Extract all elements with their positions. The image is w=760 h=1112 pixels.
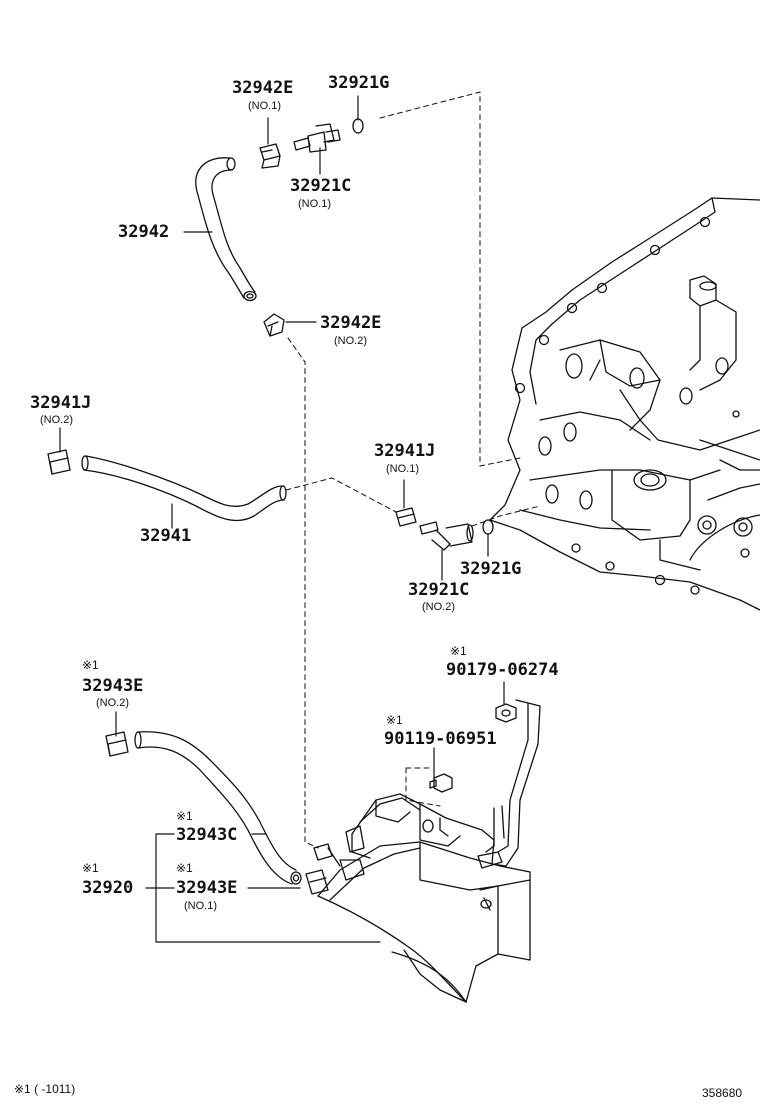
label-32920: 32920	[82, 878, 134, 898]
clamp-32942E-top	[259, 143, 281, 169]
sub-32943E-left: (NO.2)	[96, 697, 129, 709]
solid-leaders	[59, 95, 505, 943]
mark-32920: ※1	[82, 861, 99, 875]
sub-32941J-right: (NO.1)	[386, 463, 419, 475]
engine-block-drawing	[489, 197, 760, 611]
mark-32943E-bottom: ※1	[176, 861, 193, 875]
mark-90119: ※1	[386, 713, 403, 727]
separator-fitting	[313, 843, 341, 867]
diagram-id: 358680	[702, 1086, 743, 1100]
oring-32921G-top	[352, 118, 364, 134]
sub-32942E-mid: (NO.2)	[334, 335, 367, 347]
mark-32943C: ※1	[176, 809, 193, 823]
label-32943E-left: 32943E	[82, 676, 144, 696]
label-32941: 32941	[140, 526, 192, 546]
clamp-32943E-left	[105, 731, 129, 757]
oil-separator-32920	[317, 793, 531, 1003]
label-90179-06274: 90179-06274	[446, 660, 559, 680]
label-32941J-right: 32941J	[374, 441, 436, 461]
label-32943C: 32943C	[176, 825, 238, 845]
clamp-32943E-bottom	[305, 869, 329, 895]
mark-90179: ※1	[450, 644, 467, 658]
hose-32943C	[134, 731, 302, 885]
bracket-stay	[477, 699, 541, 869]
bolt-90119	[429, 773, 453, 793]
label-32921C-bottom: 32921C	[408, 580, 470, 600]
label-90119-06951: 90119-06951	[384, 729, 497, 749]
label-32921G-top: 32921G	[328, 73, 390, 93]
label-32942: 32942	[118, 222, 170, 242]
hose-32942	[195, 157, 257, 302]
label-32942E-mid: 32942E	[320, 313, 382, 333]
nut-90179	[495, 703, 517, 723]
valve-32921C-bottom	[419, 521, 474, 551]
footnote-serial-range: ※1 ( -1011)	[14, 1082, 76, 1096]
dashed-leaders	[285, 91, 541, 849]
sub-32921C-bottom: (NO.2)	[422, 601, 455, 613]
clamp-32942E-mid	[263, 313, 285, 337]
sub-32941J-left: (NO.2)	[40, 414, 73, 426]
sub-32943E-bottom: (NO.1)	[184, 900, 217, 912]
label-32941J-left: 32941J	[30, 393, 92, 413]
sub-32942E-top: (NO.1)	[248, 100, 281, 112]
mark-32943E-left: ※1	[82, 658, 99, 672]
hose-32941	[81, 455, 287, 522]
clamp-32941J-left	[47, 449, 71, 475]
sub-32921C-top: (NO.1)	[298, 198, 331, 210]
oring-32921G-bottom	[482, 519, 494, 535]
label-32942E-top: 32942E	[232, 78, 294, 98]
label-32921C-top: 32921C	[290, 176, 352, 196]
label-32921G-bottom: 32921G	[460, 559, 522, 579]
valve-32921C-top	[293, 123, 341, 153]
clamp-32941J-right	[395, 507, 417, 527]
label-32943E-bottom: 32943E	[176, 878, 238, 898]
